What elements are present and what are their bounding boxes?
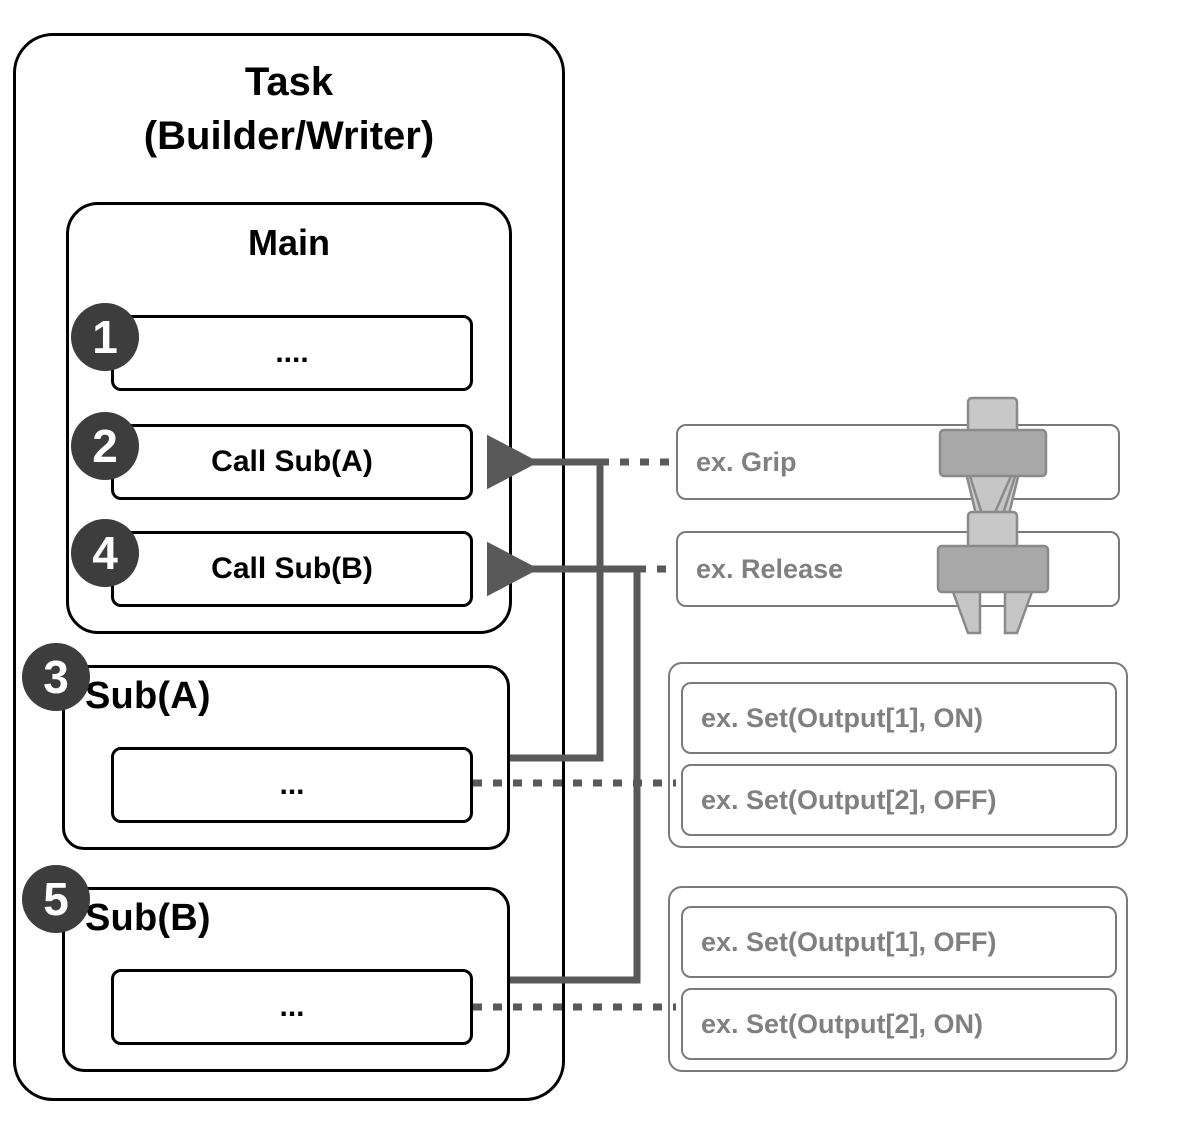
example-output-a-1-label: ex. Set(Output[1], ON) [701, 702, 983, 733]
example-output-a-2-label: ex. Set(Output[2], OFF) [701, 784, 997, 815]
example-group-a [668, 662, 1128, 848]
step-badge-3: 3 [22, 643, 90, 711]
example-output-b-1[interactable]: ex. Set(Output[1], OFF) [681, 906, 1117, 978]
example-group-b [668, 886, 1128, 1072]
task-title-line2: (Builder/Writer) [143, 113, 435, 158]
example-output-b-2[interactable]: ex. Set(Output[2], ON) [681, 988, 1117, 1060]
step-badge-5: 5 [22, 865, 90, 933]
main-step-2-label: Call Sub(A) [211, 445, 373, 478]
example-output-b-1-label: ex. Set(Output[1], OFF) [701, 926, 997, 957]
example-release-label: ex. Release [696, 553, 844, 584]
sub-a-body-label: ... [279, 768, 305, 801]
example-grip-box[interactable]: ex. Grip [676, 424, 1120, 500]
sub-b-body-box[interactable] [111, 969, 473, 1045]
example-output-b-2-label: ex. Set(Output[2], ON) [701, 1008, 983, 1039]
sub-a-title: Sub(A) [85, 675, 211, 717]
sub-b-title: Sub(B) [85, 897, 211, 939]
sub-b-body-label: ... [279, 990, 305, 1023]
sub-a-body-box[interactable] [111, 747, 473, 823]
main-step-1-box[interactable] [111, 315, 473, 391]
main-step-4-label: Call Sub(B) [211, 552, 373, 585]
step-badge-2: 2 [71, 412, 139, 480]
example-release-box[interactable]: ex. Release [676, 531, 1120, 607]
example-grip-label: ex. Grip [696, 446, 797, 477]
task-title-line1: Task [244, 59, 334, 104]
main-step-2-box[interactable] [111, 424, 473, 500]
step-badge-1: 1 [71, 303, 139, 371]
gripper-closed-icon [938, 396, 1048, 519]
gripper-open-icon [936, 510, 1050, 635]
example-output-a-2[interactable]: ex. Set(Output[2], OFF) [681, 764, 1117, 836]
step-badge-4: 4 [71, 519, 139, 587]
example-output-a-1[interactable]: ex. Set(Output[1], ON) [681, 682, 1117, 754]
main-title: Main [247, 222, 330, 263]
main-step-1-label: .... [275, 336, 309, 369]
main-step-4-box[interactable] [111, 531, 473, 607]
